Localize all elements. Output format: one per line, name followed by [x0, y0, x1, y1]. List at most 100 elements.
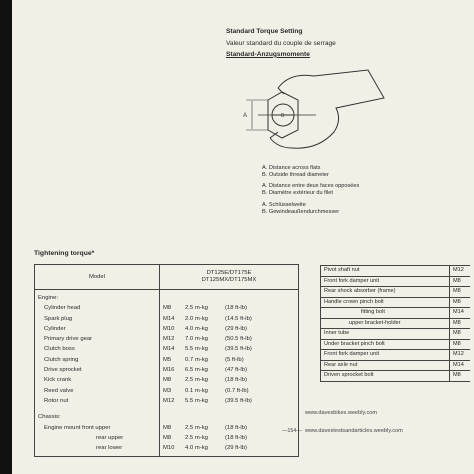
torque-ftlb: (18 ft-lb) — [225, 424, 247, 431]
torque-value: 2.5 m-kg — [185, 434, 208, 441]
table-item: Under bracket pinch bolt — [320, 338, 450, 350]
size-column: M8 M14 M10 M12 M14 M5 M16 M8 M3 M12 M8 M… — [159, 288, 182, 458]
title-fr: Valeur standard du couple de serrage — [226, 39, 336, 47]
section-title: Tightening torque* — [34, 250, 95, 257]
thread-size: M8 — [163, 305, 172, 312]
torque-value: 0.1 m-kg — [185, 387, 208, 394]
wrench-nut-diagram: A B — [243, 69, 385, 149]
table-item: Rotor nut — [44, 397, 69, 404]
thread-size: M14 — [163, 315, 175, 322]
torque-value: 4.0 m-kg — [185, 325, 208, 332]
torque-value: 0.7 m-kg — [185, 356, 208, 363]
torque-ftlb: (39.5 ft-lb) — [225, 397, 252, 404]
models-header: DT125E/DT175E DT125MX/DT175MX — [159, 264, 299, 290]
thread-size: M8 — [163, 377, 172, 384]
torque-value: 2.5 m-kg — [185, 424, 208, 431]
thread-size: M14 — [449, 359, 470, 371]
torque-value: 2.5 m-kg — [185, 305, 208, 312]
table-item: Handle crown pinch bolt — [320, 296, 450, 308]
table-item: Inner tube — [320, 328, 450, 340]
ftlb-column: (18 ft-lb) (14.5 ft-lb) (29 ft-lb) (50.5… — [222, 288, 299, 458]
torque-ftlb: (29 ft-lb) — [225, 325, 247, 332]
thread-size: M8 — [449, 338, 470, 350]
thread-size: M8 — [449, 275, 470, 287]
table-item: Rear shock absorber (frame) — [320, 286, 450, 298]
thread-size: M8 — [163, 434, 172, 441]
torque-ftlb: (50.5 ft-lb) — [225, 336, 252, 343]
group-name: Engine: — [38, 295, 58, 301]
table-item: rear upper — [96, 434, 124, 441]
legend-item: B. Gewindeaußendurchmesser — [262, 208, 340, 215]
table-item: Driven sprocket bolt — [320, 370, 450, 382]
table-item: rear lower — [96, 445, 123, 452]
torque-ftlb: (18 ft-lb) — [225, 305, 247, 312]
thread-size: M3 — [163, 387, 172, 394]
thread-size: M8 — [449, 370, 470, 382]
legend-item: A. Distance entre deux faces opposées — [262, 183, 360, 190]
torque-value: 5.5 m-kg — [185, 346, 208, 353]
thread-size: M10 — [163, 325, 175, 332]
torque-value: 7.0 m-kg — [185, 336, 208, 343]
footer-url-1: www.davesbikes.weebly.com — [305, 410, 378, 416]
torque-value: 4.0 m-kg — [185, 445, 208, 452]
table-item: Clutch spring — [44, 356, 79, 363]
thread-size: M14 — [163, 346, 175, 353]
table-header-row: Model DT125E/DT175E DT125MX/DT175MX — [34, 264, 299, 290]
table-item: Cylinder — [44, 325, 66, 332]
table-item: Drive sprocket — [44, 367, 82, 374]
table-item: Rear axle nut — [320, 359, 450, 371]
title-en: Standard Torque Setting — [226, 28, 303, 35]
torque-value: 2.0 m-kg — [185, 315, 208, 322]
items-column: Engine: Cylinder head Spark plug Cylinde… — [34, 288, 160, 458]
table-row: Rear shock absorber (frame)M8 — [320, 286, 470, 298]
table-item: Spark plug — [44, 315, 73, 322]
torque-ftlb: (14.5 ft-lb) — [225, 315, 252, 322]
table-item: Reed valve — [44, 387, 74, 394]
legend-item: B. Outside thread diameter — [262, 172, 329, 179]
table-item: Front fork damper unit — [320, 349, 450, 361]
page-edge — [0, 0, 12, 474]
model-name: DT125E/DT175E — [206, 269, 252, 276]
table-item: fitting bolt — [320, 307, 450, 319]
thread-size: M14 — [449, 307, 470, 319]
thread-size: M10 — [163, 445, 175, 452]
legend-item: A. Distance across flats — [262, 165, 321, 171]
torque-ftlb: (29 ft-lb) — [225, 445, 247, 452]
torque-ftlb: (18 ft-lb) — [225, 434, 247, 441]
torque-value: 2.5 m-kg — [185, 377, 208, 384]
title-de: Standard-Anzugsmomente — [226, 50, 310, 58]
thread-size: M12 — [163, 397, 175, 404]
model-header: Model — [34, 264, 160, 290]
table-body-row: Engine: Cylinder head Spark plug Cylinde… — [34, 288, 299, 458]
value-column: 2.5 m-kg 2.0 m-kg 4.0 m-kg 7.0 m-kg 5.5 … — [182, 288, 222, 458]
thread-size: M12 — [163, 336, 175, 343]
torque-ftlb: (18 ft-lb) — [225, 377, 247, 384]
table-item: Clutch boss — [44, 346, 75, 353]
thread-size: M12 — [449, 349, 470, 361]
torque-table-left: Model DT125E/DT175E DT125MX/DT175MX Engi… — [34, 264, 299, 458]
table-item: Engine mount front upper — [44, 424, 111, 431]
legend-item: A. Schlüsselweite — [262, 201, 306, 208]
footer-url-2: www.davestestsandarticles.weebly.com — [305, 428, 403, 434]
model-name: DT125MX/DT175MX — [201, 277, 257, 283]
table-item: upper bracket-holder — [320, 317, 450, 329]
table-item: Cylinder head — [44, 305, 81, 312]
table-item: Primary drive gear — [44, 336, 93, 343]
thread-size: M8 — [449, 286, 470, 298]
torque-value: 5.5 m-kg — [185, 397, 208, 404]
page-number: —154— — [282, 428, 302, 434]
thread-size: M12 — [449, 265, 470, 277]
torque-value: 6.5 m-kg — [185, 367, 208, 374]
thread-size: M8 — [449, 317, 470, 329]
thread-size: M8 — [449, 296, 470, 308]
diagram-label-b: B — [281, 113, 285, 119]
thread-size: M8 — [449, 328, 470, 340]
